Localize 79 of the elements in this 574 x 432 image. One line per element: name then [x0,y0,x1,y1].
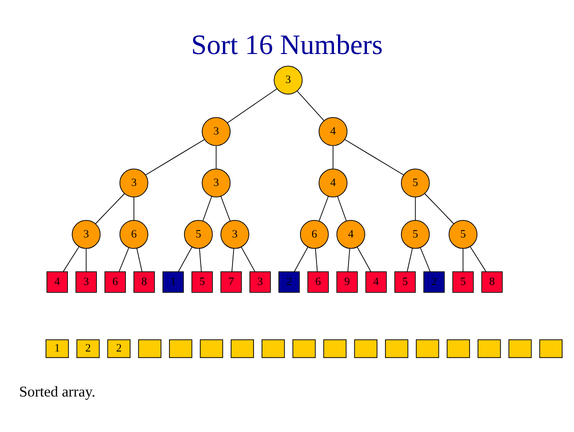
node-box: 2 [76,338,100,358]
node-box [416,338,440,358]
node-circle: 4 [318,116,348,146]
node-circle: 6 [300,220,329,248]
node-box: 1 [46,338,69,358]
node-box: 1 [162,270,184,292]
node-box: 4 [46,270,68,292]
connector [145,138,205,175]
node-circle: 6 [119,220,148,248]
connector [118,246,130,272]
connector [470,246,486,272]
node-circle: 5 [400,168,430,197]
node-circle: 3 [274,65,303,94]
node-box: 3 [76,270,97,292]
node-circle: 3 [202,116,231,146]
node-box [323,338,347,358]
connector [318,196,329,221]
node-box: 9 [336,270,358,292]
node-box: 8 [134,270,155,292]
connector [347,248,350,272]
connector [136,247,142,272]
node-box: 8 [481,270,503,292]
node-box: 2 [278,270,300,292]
connector [199,248,202,272]
connector [294,246,308,272]
node-box: 4 [365,270,387,292]
connector [462,248,464,272]
connector [220,196,231,221]
connector [344,138,404,175]
node-box [200,338,224,358]
node-circle: 4 [318,168,348,197]
node-box [262,338,285,358]
node-circle: 5 [400,220,430,248]
connector [95,192,125,224]
node-circle: 3 [220,220,250,248]
label: Sorted array. [19,384,96,400]
node-circle: 3 [202,168,231,197]
node-box: 5 [191,270,213,292]
node-circle: 5 [184,220,213,248]
connector [202,196,212,221]
connector [240,246,256,272]
node-box [169,338,192,358]
connector [356,246,372,272]
node-box [539,338,563,358]
connector [216,144,217,169]
node-circle: 4 [336,220,366,248]
node-circle: 5 [448,220,478,248]
node-box: 2 [423,270,445,292]
node-box: 6 [307,270,329,292]
connector [337,196,347,221]
node-box: 6 [104,270,126,292]
node-box [508,338,532,358]
connector [232,248,234,272]
connector [296,90,324,120]
node-circle: 3 [72,220,101,248]
node-box: 7 [220,270,242,292]
node-box [354,338,378,358]
node-box [478,338,501,358]
node-box [385,338,408,358]
diagram-title: Sort 16 Numbers [191,29,383,60]
node-circle: 3 [119,168,148,197]
node-box [138,338,162,358]
connector [315,248,318,272]
connector [420,246,431,272]
connector [226,88,278,123]
connector [414,196,416,220]
connector [86,248,87,272]
node-box [292,338,316,358]
node-box [230,338,254,358]
node-box: 2 [107,338,130,358]
node-box: 3 [249,270,271,292]
connector [62,246,80,272]
node-box: 5 [452,270,474,292]
connector [178,246,192,272]
connector [424,192,454,224]
connector [332,144,334,169]
connector [406,247,413,272]
node-box: 5 [394,270,416,292]
node-box [446,338,470,358]
